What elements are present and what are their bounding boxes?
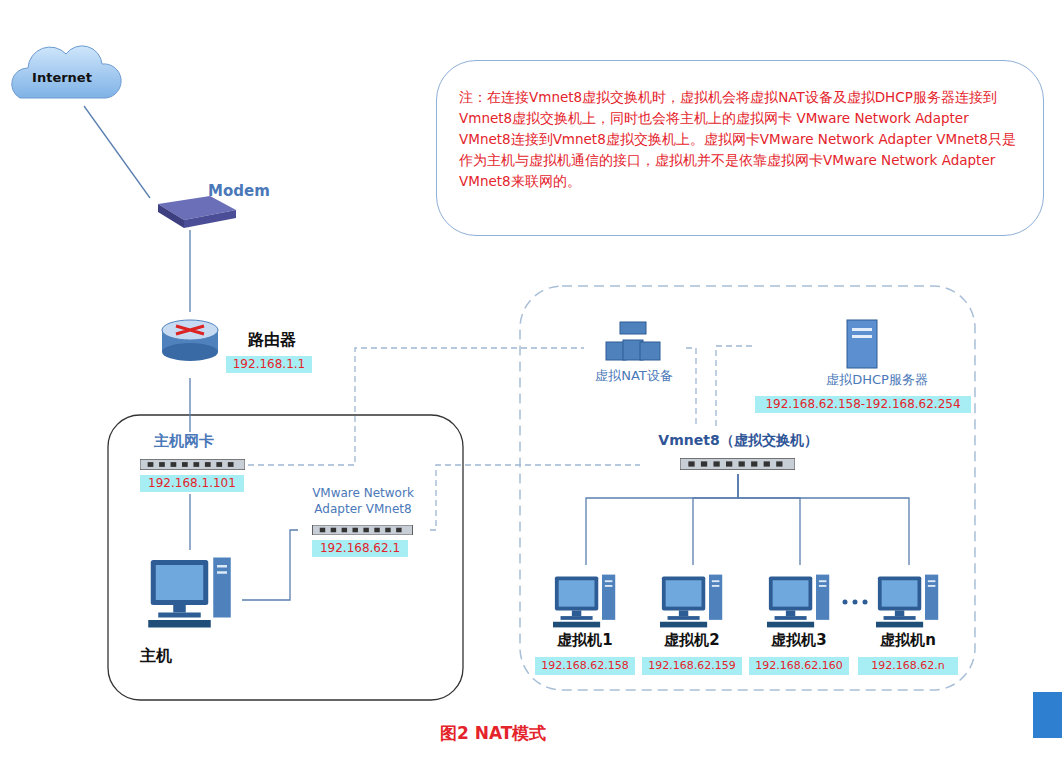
node-label: 主机网卡 <box>154 432 214 451</box>
network-cable <box>693 474 738 565</box>
modem-icon <box>158 196 236 228</box>
router-icon <box>162 320 218 361</box>
switch-bar <box>680 458 795 470</box>
ip-address: 192.168.62.158 <box>535 657 635 675</box>
virtual-machine: 虚拟机n 192.168.62.n <box>856 565 962 679</box>
watermark-logo <box>1033 692 1062 738</box>
virtual-machine: 虚拟机3 192.168.62.160 <box>747 565 853 679</box>
host-frame <box>108 415 463 700</box>
virtual-link <box>686 348 696 428</box>
node-label: 虚拟机2 <box>640 631 744 650</box>
cloud-shape <box>12 46 121 98</box>
nat-device: 虚拟NAT设备 <box>584 318 686 388</box>
node-label: 虚拟机n <box>856 631 960 650</box>
network-cable <box>189 378 190 432</box>
nic-bar <box>140 459 245 470</box>
node-label: Vmnet8（虚拟交换机） <box>640 432 836 450</box>
node-label: 虚拟NAT设备 <box>584 368 684 384</box>
ip-address: 192.168.1.101 <box>140 475 244 492</box>
node-label: 虚拟机1 <box>533 631 637 650</box>
node-label: 路由器 <box>248 330 296 350</box>
nat-icon <box>606 322 660 360</box>
vm-icon <box>660 575 722 628</box>
node-label: 虚拟DHCP服务器 <box>792 372 962 388</box>
network-cable <box>189 230 190 312</box>
node-label: Internet <box>12 70 112 86</box>
vm-icon <box>767 575 829 628</box>
vm-icon <box>553 575 615 628</box>
node-label: 主机 <box>140 646 240 666</box>
virtual-machine: 虚拟机1 192.168.62.158 <box>533 565 639 679</box>
host-computer-icon <box>148 558 231 628</box>
dhcp-server-icon <box>847 320 877 368</box>
router: 路由器 192.168.1.1 <box>160 312 320 378</box>
figure-caption: 图2 NAT模式 <box>440 722 546 745</box>
node-label: 虚拟机3 <box>747 631 851 650</box>
vm-icon <box>876 575 938 628</box>
host-computer: 主机 <box>140 550 242 672</box>
virtual-switch: Vmnet8（虚拟交换机） <box>640 428 838 474</box>
network-cable <box>738 474 909 565</box>
dhcp-server: 虚拟DHCP服务器 192.168.62.158-192.168.62.254 <box>752 316 974 416</box>
virtual-link <box>716 346 752 428</box>
ip-address: 192.168.62.160 <box>749 657 849 675</box>
network-cable <box>189 494 190 550</box>
network-cable <box>84 106 150 198</box>
host-nic: 主机网卡 192.168.1.101 <box>136 432 248 494</box>
ip-address: 192.168.62.158-192.168.62.254 <box>755 396 971 413</box>
virtual-machine: 虚拟机2 192.168.62.159 <box>640 565 746 679</box>
node-label: VMware Network Adapter VMnet8 <box>298 486 428 517</box>
node-label: Modem <box>208 182 270 201</box>
node-label: 注：在连接Vmnet8虚拟交换机时，虚拟机会将虚拟NAT设备及虚拟DHCP服务器… <box>459 87 1023 192</box>
ip-address: 192.168.62.159 <box>642 657 742 675</box>
ip-address: 192.168.62.1 <box>312 540 408 557</box>
internet-cloud: Internet <box>12 48 114 106</box>
modem: Modem <box>150 180 272 230</box>
network-cable <box>586 474 738 565</box>
ip-address: 192.168.62.n <box>858 657 958 675</box>
network-cable <box>242 530 298 600</box>
ip-address: 192.168.1.1 <box>226 356 312 373</box>
adapter-bar <box>313 525 413 535</box>
ellipsis-dots <box>843 600 868 605</box>
note-callout: 注：在连接Vmnet8虚拟交换机时，虚拟机会将虚拟NAT设备及虚拟DHCP服务器… <box>436 60 1044 236</box>
network-cable <box>738 474 800 565</box>
vmnet8-adapter: VMware Network Adapter VMnet8 192.168.62.… <box>298 486 430 559</box>
vm-region <box>520 286 975 690</box>
